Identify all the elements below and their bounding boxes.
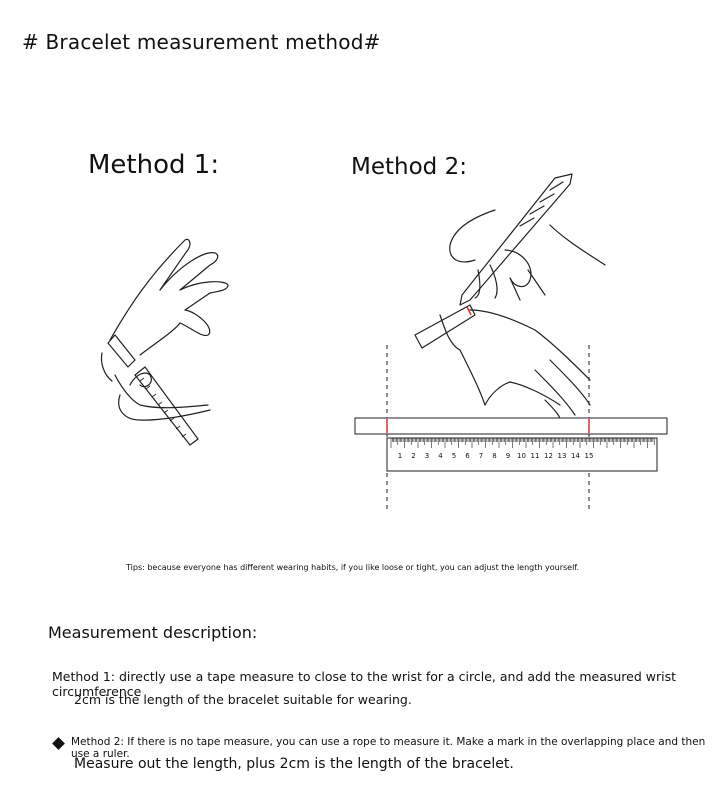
ruler-label: 8 xyxy=(492,452,496,460)
ruler-label: 15 xyxy=(585,452,594,460)
page-title: # Bracelet measurement method# xyxy=(22,30,381,54)
ruler-label: 12 xyxy=(544,452,553,460)
method1-description-line2: 2cm is the length of the bracelet suitab… xyxy=(74,692,412,707)
ruler-label: 14 xyxy=(571,452,580,460)
hand-tape-illustration xyxy=(90,235,230,465)
ruler-label: 4 xyxy=(438,452,443,460)
ruler-label: 5 xyxy=(452,452,456,460)
method1-title: Method 1: xyxy=(88,150,219,180)
tips-text: Tips: because everyone has different wea… xyxy=(126,563,579,572)
ruler-label: 11 xyxy=(531,452,540,460)
ruler-label: 2 xyxy=(411,452,415,460)
ruler-label: 6 xyxy=(465,452,470,460)
ruler-label: 7 xyxy=(479,452,483,460)
ruler-label: 10 xyxy=(517,452,526,460)
description-heading: Measurement description: xyxy=(48,623,257,642)
ruler-label: 1 xyxy=(398,452,402,460)
bullet-diamond-icon xyxy=(52,737,65,750)
ruler-label: 13 xyxy=(558,452,567,460)
ruler-label: 9 xyxy=(506,452,510,460)
method2-description-line2: Measure out the length, plus 2cm is the … xyxy=(74,756,514,772)
ruler-label: 3 xyxy=(425,452,429,460)
